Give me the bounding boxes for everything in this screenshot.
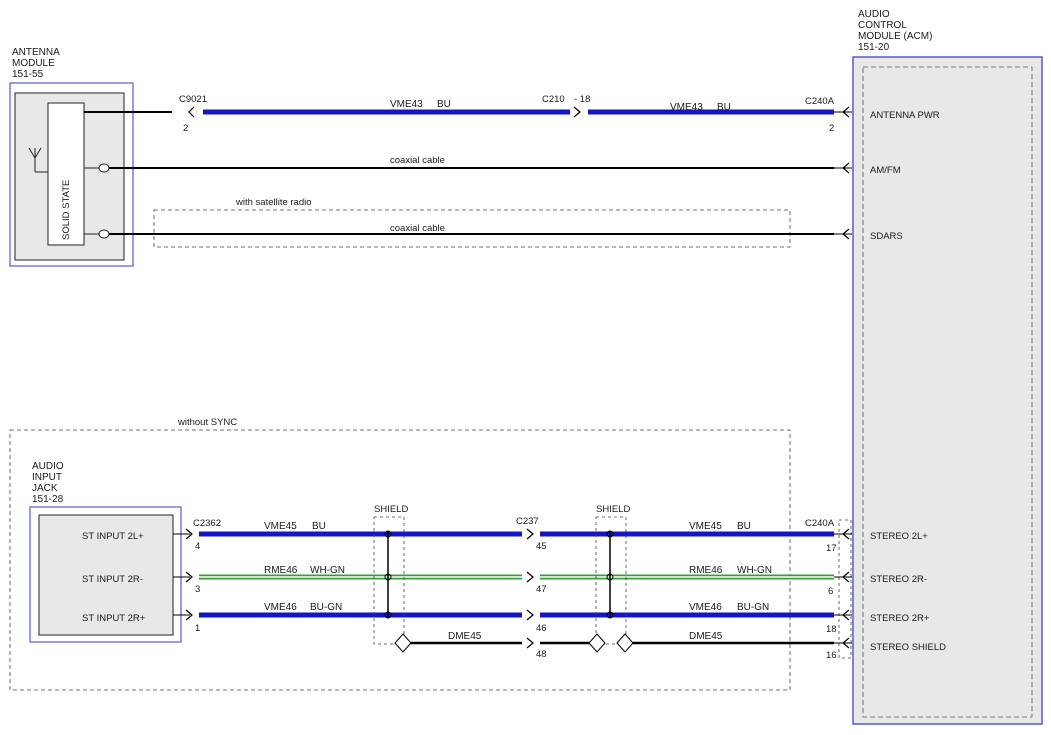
note-without-sync: without SYNC <box>177 417 237 428</box>
shield-label-b: SHIELD <box>596 504 630 515</box>
wire-color-bugn-b: BU-GN <box>737 602 769 613</box>
acm-pin-stereo-2r-minus: STEREO 2R- <box>870 574 927 585</box>
c240a-connector-region <box>838 519 852 659</box>
wire-label-rme46-b: RME46 <box>689 565 723 576</box>
acm-title-4: 151-20 <box>858 42 890 53</box>
wire-label-rme46-a: RME46 <box>264 565 298 576</box>
connector-c9021: C9021 <box>179 94 207 105</box>
shield-ground-icon <box>616 633 634 653</box>
coax-jack-icon <box>98 229 110 239</box>
connector-c210: C210 <box>542 94 565 105</box>
connector-arrow-icon <box>842 637 850 649</box>
acm-title-3: MODULE (ACM) <box>858 31 932 42</box>
wire-label-vme46-b: VME46 <box>689 602 722 613</box>
note-satellite-radio: with satellite radio <box>235 197 312 208</box>
coax-jack-icon <box>98 163 110 173</box>
wire-label-vme43-b: VME43 <box>670 102 703 113</box>
pin-c2362-1: 1 <box>195 623 200 634</box>
connector-arrow-icon <box>842 228 850 240</box>
antenna-module-title-3: 151-55 <box>12 69 44 80</box>
wire-label-dme45-a: DME45 <box>448 631 482 642</box>
acm-title-2: CONTROL <box>858 20 907 31</box>
connector-arrow-icon <box>526 528 534 540</box>
acm-pin-amfm: AM/FM <box>870 165 901 176</box>
acm-title-1: AUDIO <box>858 9 890 20</box>
acm-pin-stereo-2l-plus: STEREO 2L+ <box>870 531 928 542</box>
acm-pin-stereo-2r-plus: STEREO 2R+ <box>870 613 930 624</box>
jack-pin-2r-plus: ST INPUT 2R+ <box>82 613 146 624</box>
acm-inner-dashed <box>862 66 1033 718</box>
wire-color-bu-d: BU <box>737 521 751 532</box>
connector-arrow-icon <box>185 528 193 540</box>
jack-pin-2l-plus: ST INPUT 2L+ <box>82 531 144 542</box>
pin-acm-18: 18 <box>826 624 837 635</box>
connector-arrow-icon <box>573 106 581 118</box>
pin-c237-47: 47 <box>536 584 547 595</box>
connector-arrow-icon <box>842 571 850 583</box>
pin-c2362-4: 4 <box>195 541 200 552</box>
connector-c237: C237 <box>516 516 539 527</box>
connector-arrow-icon <box>842 106 850 118</box>
wire-label-vme43-a: VME43 <box>390 99 423 110</box>
connector-c2362: C2362 <box>193 518 221 529</box>
acm-module-frame <box>852 56 1043 725</box>
pin-c237-46: 46 <box>536 623 547 634</box>
jack-title-3: JACK <box>32 483 58 494</box>
wire-label-vme45-b: VME45 <box>689 521 722 532</box>
wire-color-bu-b: BU <box>717 102 731 113</box>
pin-acm-17: 17 <box>826 543 837 554</box>
connector-arrow-icon <box>526 637 534 649</box>
coax-label-b: coaxial cable <box>390 223 445 234</box>
antenna-icon <box>28 147 48 173</box>
antenna-module-title-2: MODULE <box>12 58 55 69</box>
acm-pin-sdars: SDARS <box>870 231 903 242</box>
acm-pin-antenna-pwr: ANTENNA PWR <box>870 110 940 121</box>
solid-state-block <box>47 102 85 246</box>
shield-ground-icon <box>588 633 606 653</box>
wire-color-whgn-a: WH-GN <box>310 565 345 576</box>
wire-label-vme45-a: VME45 <box>264 521 297 532</box>
shield-region-b <box>595 516 627 645</box>
satellite-radio-region <box>153 209 791 248</box>
connector-arrow-icon <box>842 609 850 621</box>
pin-c237-45: 45 <box>536 541 547 552</box>
connector-arrow-icon <box>185 609 193 621</box>
pin-c240a-ant: 2 <box>829 123 834 134</box>
pin-acm-6: 6 <box>828 586 833 597</box>
shield-ground-icon <box>394 633 412 653</box>
connector-arrow-icon <box>526 571 534 583</box>
connector-arrow-icon <box>526 609 534 621</box>
pin-acm-16: 16 <box>826 650 837 661</box>
connector-arrow-icon <box>842 162 850 174</box>
pin-c237-48: 48 <box>536 649 547 660</box>
audio-jack-body <box>38 514 174 636</box>
wire-label-vme46-a: VME46 <box>264 602 297 613</box>
connector-arrow-icon <box>185 571 193 583</box>
wire-color-bu-a: BU <box>437 99 451 110</box>
wire-color-whgn-b: WH-GN <box>737 565 772 576</box>
solid-state-label: SOLID STATE <box>61 180 72 240</box>
connector-c210-pin: - 18 <box>574 94 590 105</box>
jack-pin-2r-minus: ST INPUT 2R- <box>82 574 143 585</box>
jack-title-2: INPUT <box>32 472 62 483</box>
pin-c2362-3: 3 <box>195 584 200 595</box>
connector-arrow-icon <box>842 528 850 540</box>
shield-region-a <box>373 516 405 645</box>
pin-c9021: 2 <box>183 123 188 134</box>
connector-c240a-top: C240A <box>805 96 835 107</box>
wire-label-dme45-b: DME45 <box>689 631 723 642</box>
coax-label-a: coaxial cable <box>390 155 445 166</box>
wire-color-bu-c: BU <box>312 521 326 532</box>
acm-pin-stereo-shield: STEREO SHIELD <box>870 642 946 653</box>
without-sync-region <box>9 429 791 691</box>
jack-title-1: AUDIO <box>32 461 64 472</box>
jack-title-4: 151-28 <box>32 494 64 505</box>
shield-label-a: SHIELD <box>374 504 408 515</box>
wire-color-bugn-a: BU-GN <box>310 602 342 613</box>
connector-arrow-icon <box>188 106 195 118</box>
antenna-module-title-1: ANTENNA <box>12 47 60 58</box>
connector-c240a-bottom: C240A <box>805 518 835 529</box>
